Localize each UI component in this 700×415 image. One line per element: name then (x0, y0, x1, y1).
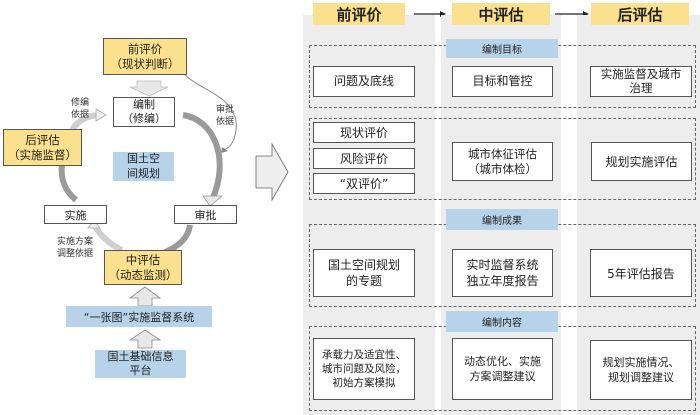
post-to-compile-arrow (69, 112, 99, 132)
compile-to-approve-arrow (182, 112, 223, 202)
down-arrow-icon (129, 80, 169, 97)
big-right-arrow-icon (255, 142, 289, 202)
cell-dual-evaluation: “双评价” (313, 173, 415, 194)
cell-five-year-report: 5年评估报告 (590, 249, 692, 297)
section-label-outputs: 编制成果 (446, 209, 558, 230)
cell-plan-implementation-evaluation: 规划实施评估 (591, 142, 692, 181)
implement-box: 实施 (44, 205, 107, 224)
up-arrow-icon (128, 329, 162, 349)
cell-annual-report: 实时监督系统 独立年度报告 (452, 249, 553, 297)
approve-to-mid-arrow (163, 224, 193, 255)
cell-targets-control: 目标和管控 (452, 66, 553, 97)
approve-box: 审批 (174, 205, 237, 224)
spatial-planning-label: 国土空 间规划 (113, 152, 174, 181)
up-arrow-icon (128, 286, 162, 307)
post-to-implement-arrow (58, 163, 78, 203)
section-evaluations (309, 118, 696, 200)
header-mid-evaluation: 中评估 (452, 3, 550, 25)
approve-basis-label: 审批 依据 (216, 105, 235, 128)
adjust-basis-label: 实施方案 调整依据 (57, 237, 94, 260)
cell-city-sign-evaluation: 城市体征评估 （城市体检） (452, 142, 553, 181)
cell-status-evaluation: 现状评价 (313, 122, 415, 143)
post-evaluation-box: 后评估 （实施监督） (3, 129, 82, 166)
cell-planning-topics: 国土空间规划 的专题 (313, 249, 415, 297)
cell-dynamic-optimization: 动态优化、实施 方案调整建议 (452, 338, 553, 400)
revise-basis-label: 修编 依据 (71, 98, 90, 121)
pre-evaluation-box: 前评价 （现状判断） (103, 38, 187, 75)
header-post-evaluation: 后评估 (591, 3, 689, 25)
one-map-monitor-system: “一张图”实施监督系统 (66, 306, 212, 327)
compile-box: 编制 （修编） (113, 97, 175, 127)
approve-basis-arrow (182, 71, 237, 151)
cell-plan-adjustment: 规划实施情况、 规划调整建议 (590, 340, 692, 400)
header-pre-evaluation: 前评价 (313, 3, 405, 25)
cell-problems-baseline: 问题及底线 (313, 66, 415, 97)
cell-risk-evaluation: 风险评价 (313, 148, 415, 169)
cell-capacity-risk-simulation: 承载力及适宜性、 城市问题及风险， 初始方案模拟 (313, 338, 415, 400)
cell-supervision-governance: 实施监督及城市 治理 (590, 66, 692, 97)
base-info-platform: 国土基础信息 平台 (95, 350, 186, 378)
section-label-goals: 编制目标 (446, 39, 558, 58)
section-label-contents: 编制内容 (446, 311, 558, 332)
mid-evaluation-box: 中评估 （动态监测） (104, 250, 182, 285)
